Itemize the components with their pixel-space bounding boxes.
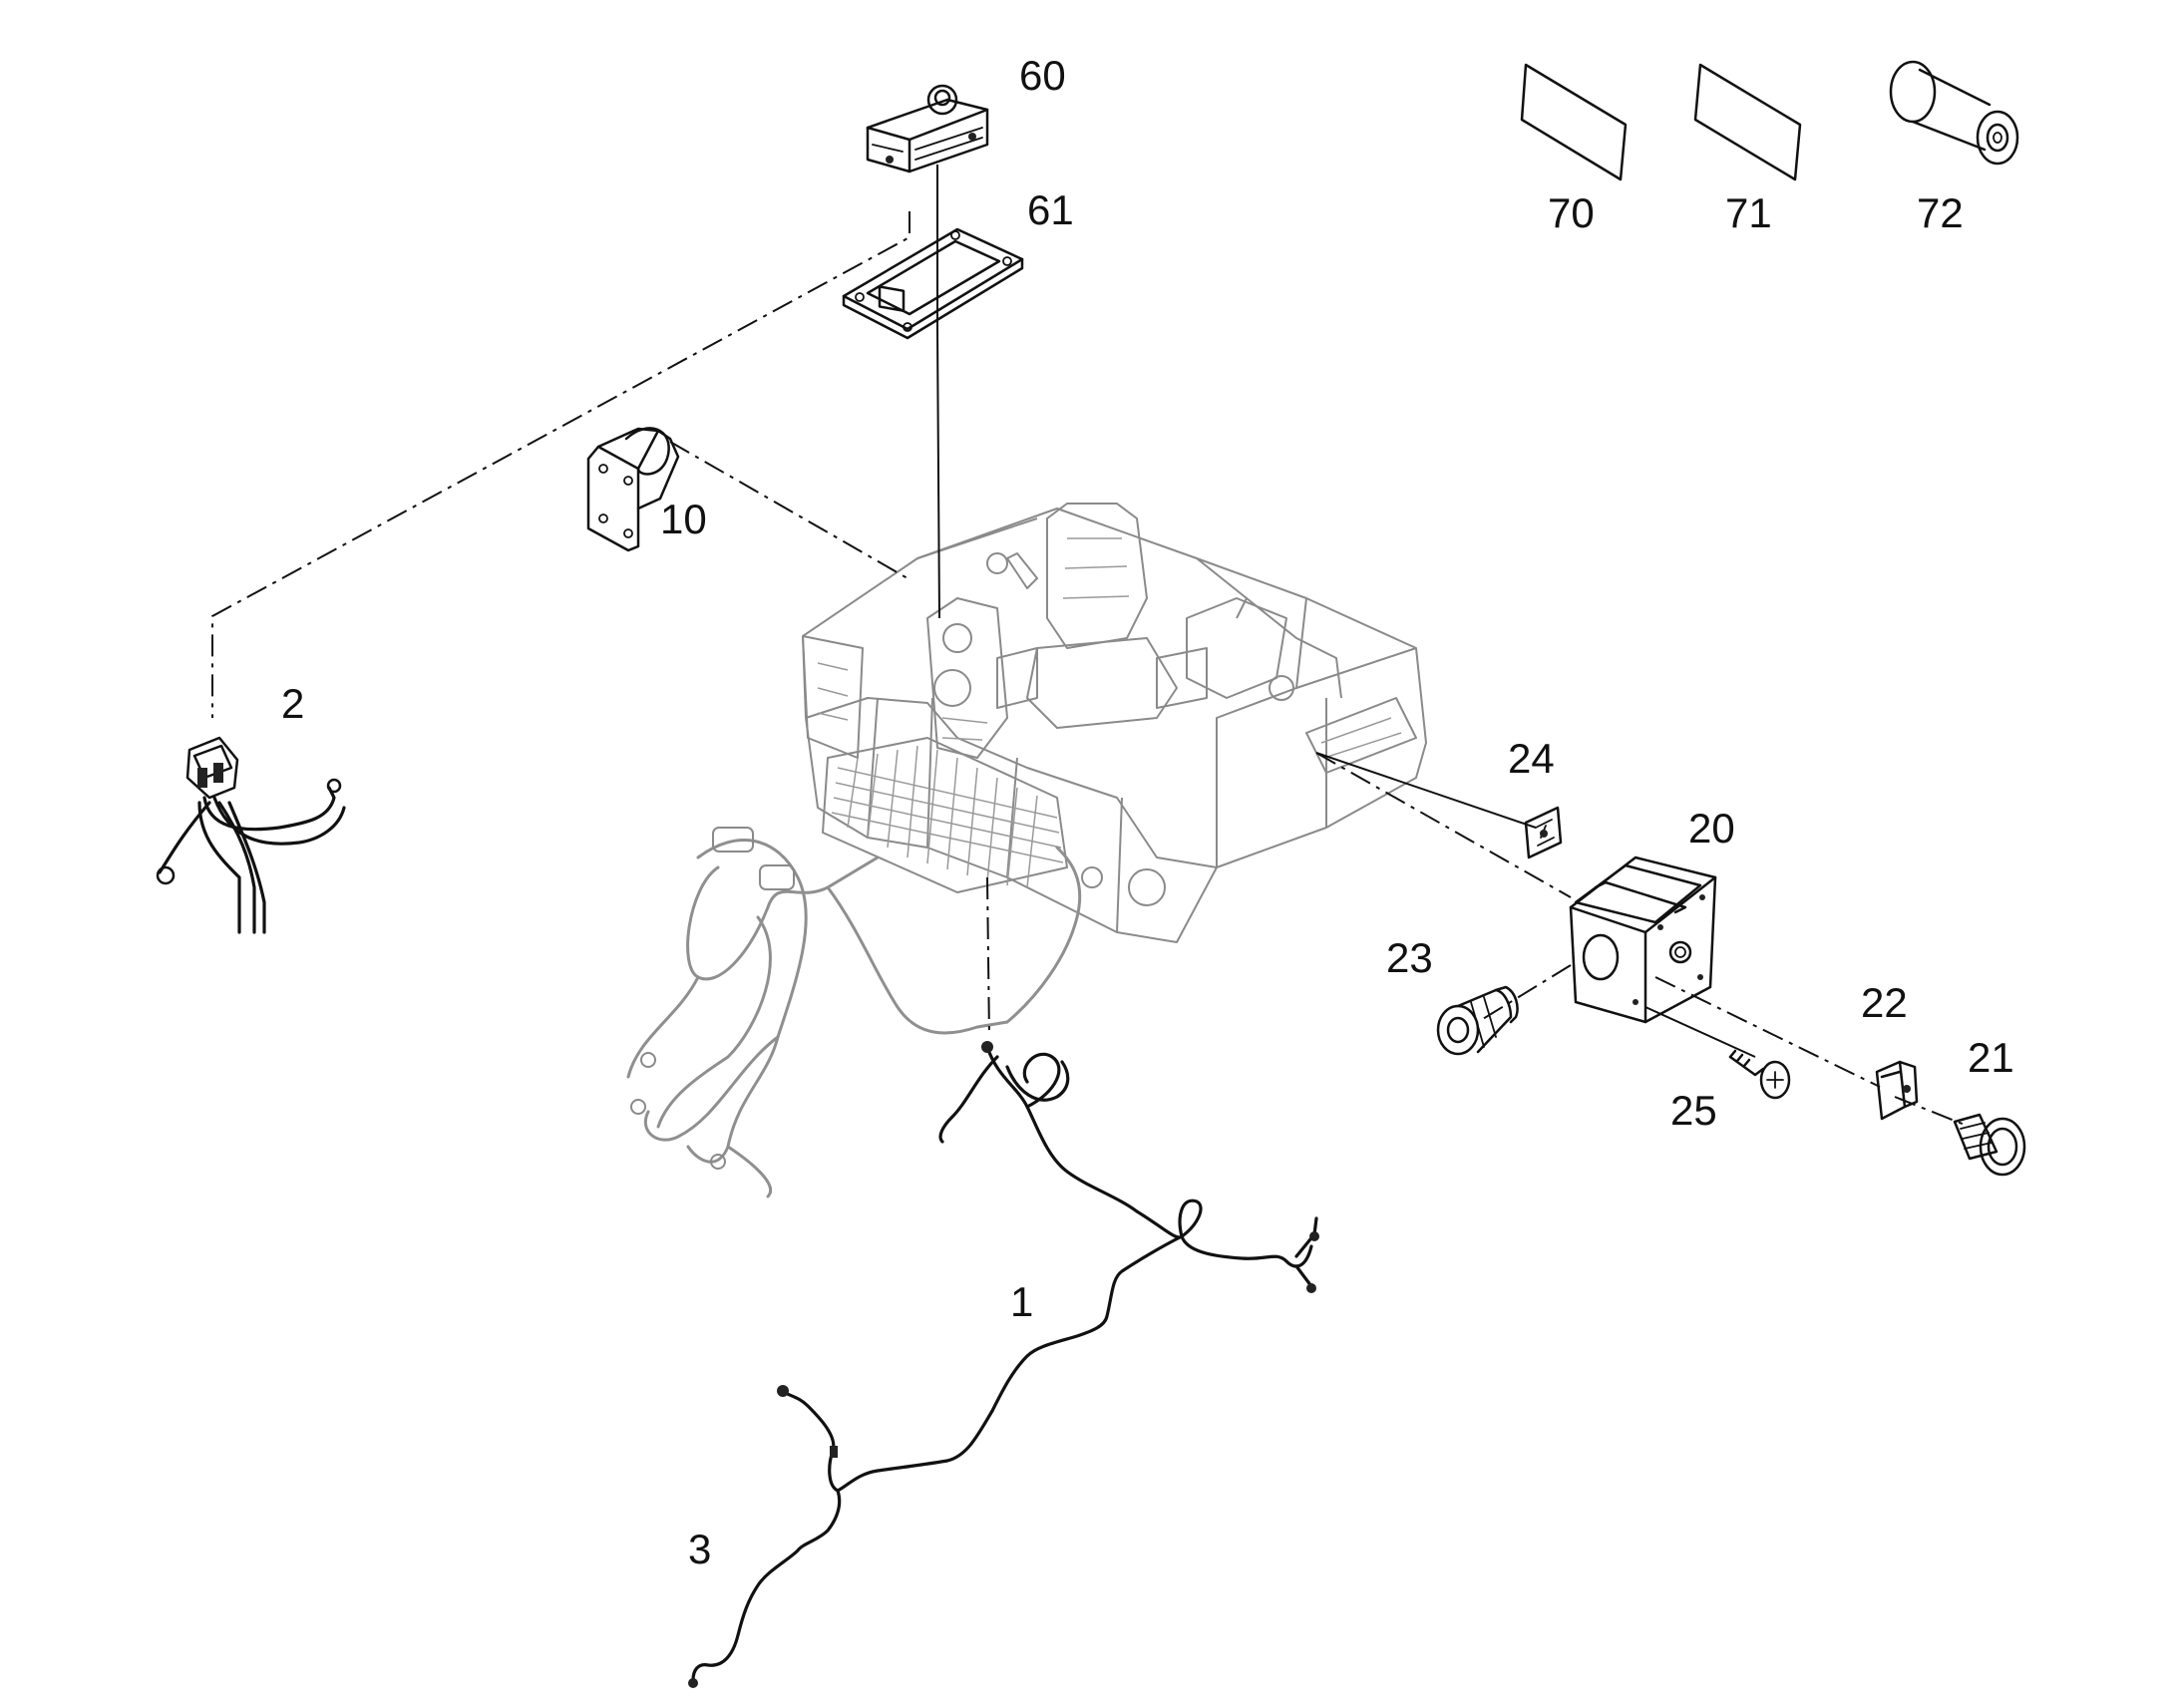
part-label-25: 25 <box>1670 1087 1717 1134</box>
part-label-21: 21 <box>1968 1034 2014 1081</box>
decal-sheet-icon <box>1693 63 1802 181</box>
warning-decal-icon <box>1524 806 1563 859</box>
machine-chassis-illustration <box>802 503 1427 943</box>
part-label-61: 61 <box>1027 186 1074 233</box>
part-label-71: 71 <box>1725 189 1772 236</box>
wiring-harness-branch-icon <box>688 1385 994 1688</box>
screw-icon <box>1728 1049 1791 1100</box>
relay-cable-harness-icon <box>156 736 346 934</box>
mounting-bracket-icon <box>586 427 680 552</box>
part-labels: 60 61 70 71 72 10 2 24 20 23 22 21 25 1 … <box>281 52 2014 1572</box>
part-label-1: 1 <box>1010 1278 1033 1325</box>
part-label-72: 72 <box>1917 189 1964 236</box>
decal-sheet-icon <box>1520 63 1628 181</box>
control-panel-display-icon <box>866 84 989 313</box>
panel-frame-icon <box>842 227 1024 340</box>
part-label-10: 10 <box>660 496 707 542</box>
cable-spool-icon <box>1889 60 2019 166</box>
part-label-2: 2 <box>281 680 304 727</box>
contact-block-icon <box>1875 1060 1919 1121</box>
leader-lines <box>211 165 1971 1128</box>
background-harness-illustration <box>626 827 1082 1198</box>
main-wiring-harness-icon <box>938 1041 1319 1413</box>
part-label-20: 20 <box>1688 805 1735 852</box>
part-label-70: 70 <box>1548 189 1595 236</box>
part-label-3: 3 <box>688 1526 711 1572</box>
switch-housing-box-icon <box>1569 855 1717 1024</box>
part-label-60: 60 <box>1019 52 1066 99</box>
push-button-icon <box>1953 1113 2026 1177</box>
part-label-23: 23 <box>1386 934 1433 981</box>
part-label-22: 22 <box>1861 979 1908 1026</box>
part-label-24: 24 <box>1508 735 1555 782</box>
cable-gland-icon <box>1436 985 1519 1056</box>
